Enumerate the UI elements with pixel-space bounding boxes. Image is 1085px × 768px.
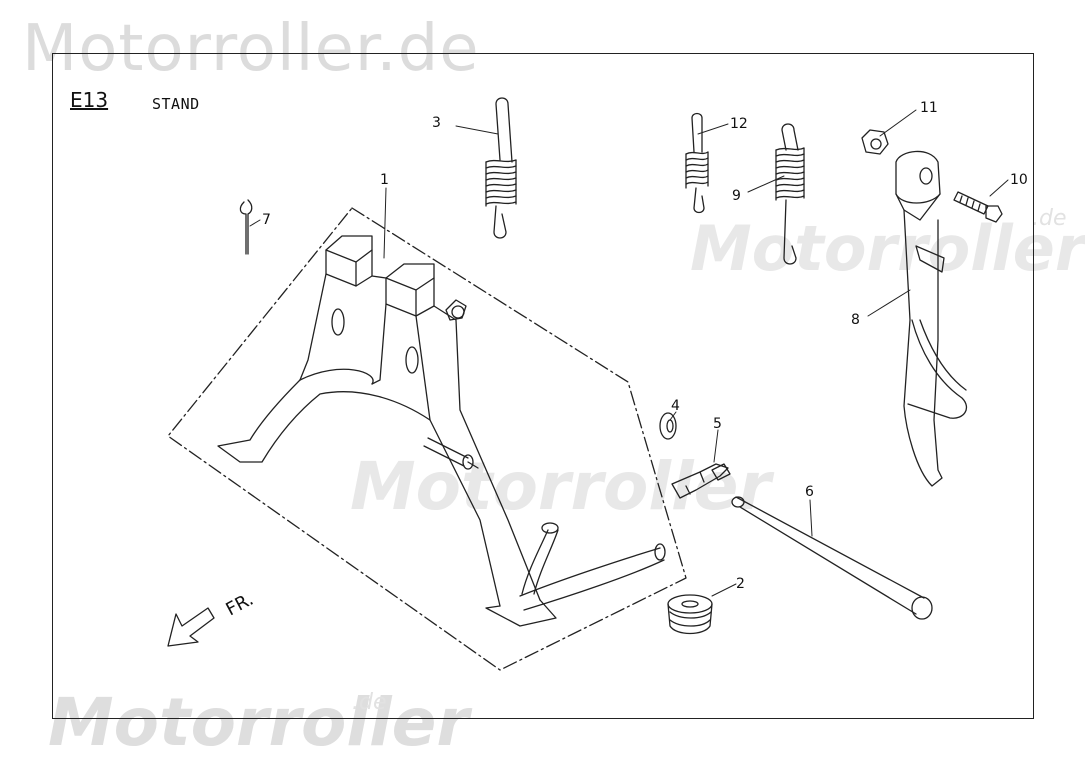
watermark-bottom: Motorroller — [48, 684, 469, 761]
watermark-right: Motorroller — [690, 212, 1085, 285]
direction-label: FR. — [222, 589, 257, 621]
label-part-3: 3 — [432, 115, 441, 131]
watermark-top: Motorroller.de — [22, 12, 480, 86]
label-part-6: 6 — [805, 484, 814, 500]
forward-arrow-icon — [167, 607, 215, 647]
part-1-main-stand[interactable] — [217, 235, 666, 627]
part-8-side-stand[interactable] — [895, 150, 967, 487]
label-part-4: 4 — [671, 398, 680, 414]
part-4-washer[interactable] — [659, 412, 677, 440]
label-part-1: 1 — [380, 172, 389, 188]
label-part-5: 5 — [713, 416, 722, 432]
label-part-2: 2 — [736, 576, 745, 592]
label-part-8: 8 — [851, 312, 860, 328]
part-10-bolt[interactable] — [953, 191, 1003, 223]
part-5-clip-plate[interactable] — [671, 463, 731, 499]
assembly-outline — [167, 207, 687, 671]
part-7-cotter-pin[interactable] — [239, 199, 253, 255]
label-part-12: 12 — [730, 116, 748, 132]
leader-lines — [249, 109, 1009, 597]
part-9-spring[interactable] — [775, 123, 805, 265]
label-part-10: 10 — [1010, 172, 1028, 188]
label-part-11: 11 — [920, 100, 938, 116]
part-11-nut[interactable] — [861, 129, 889, 155]
watermark-bottom-de: .de — [352, 690, 387, 715]
part-3-spring[interactable] — [485, 97, 517, 239]
label-part-9: 9 — [732, 188, 741, 204]
diagram-frame — [52, 53, 1034, 719]
part-2-rubber-stopper[interactable] — [667, 594, 713, 635]
label-part-7: 7 — [262, 212, 271, 228]
watermark-right-de: .de — [1032, 206, 1067, 231]
diagram-title: STAND — [152, 95, 200, 113]
section-code: E13 — [70, 88, 109, 112]
part-6-pivot-shaft[interactable] — [731, 496, 933, 620]
part-12-small-spring[interactable] — [685, 112, 709, 214]
